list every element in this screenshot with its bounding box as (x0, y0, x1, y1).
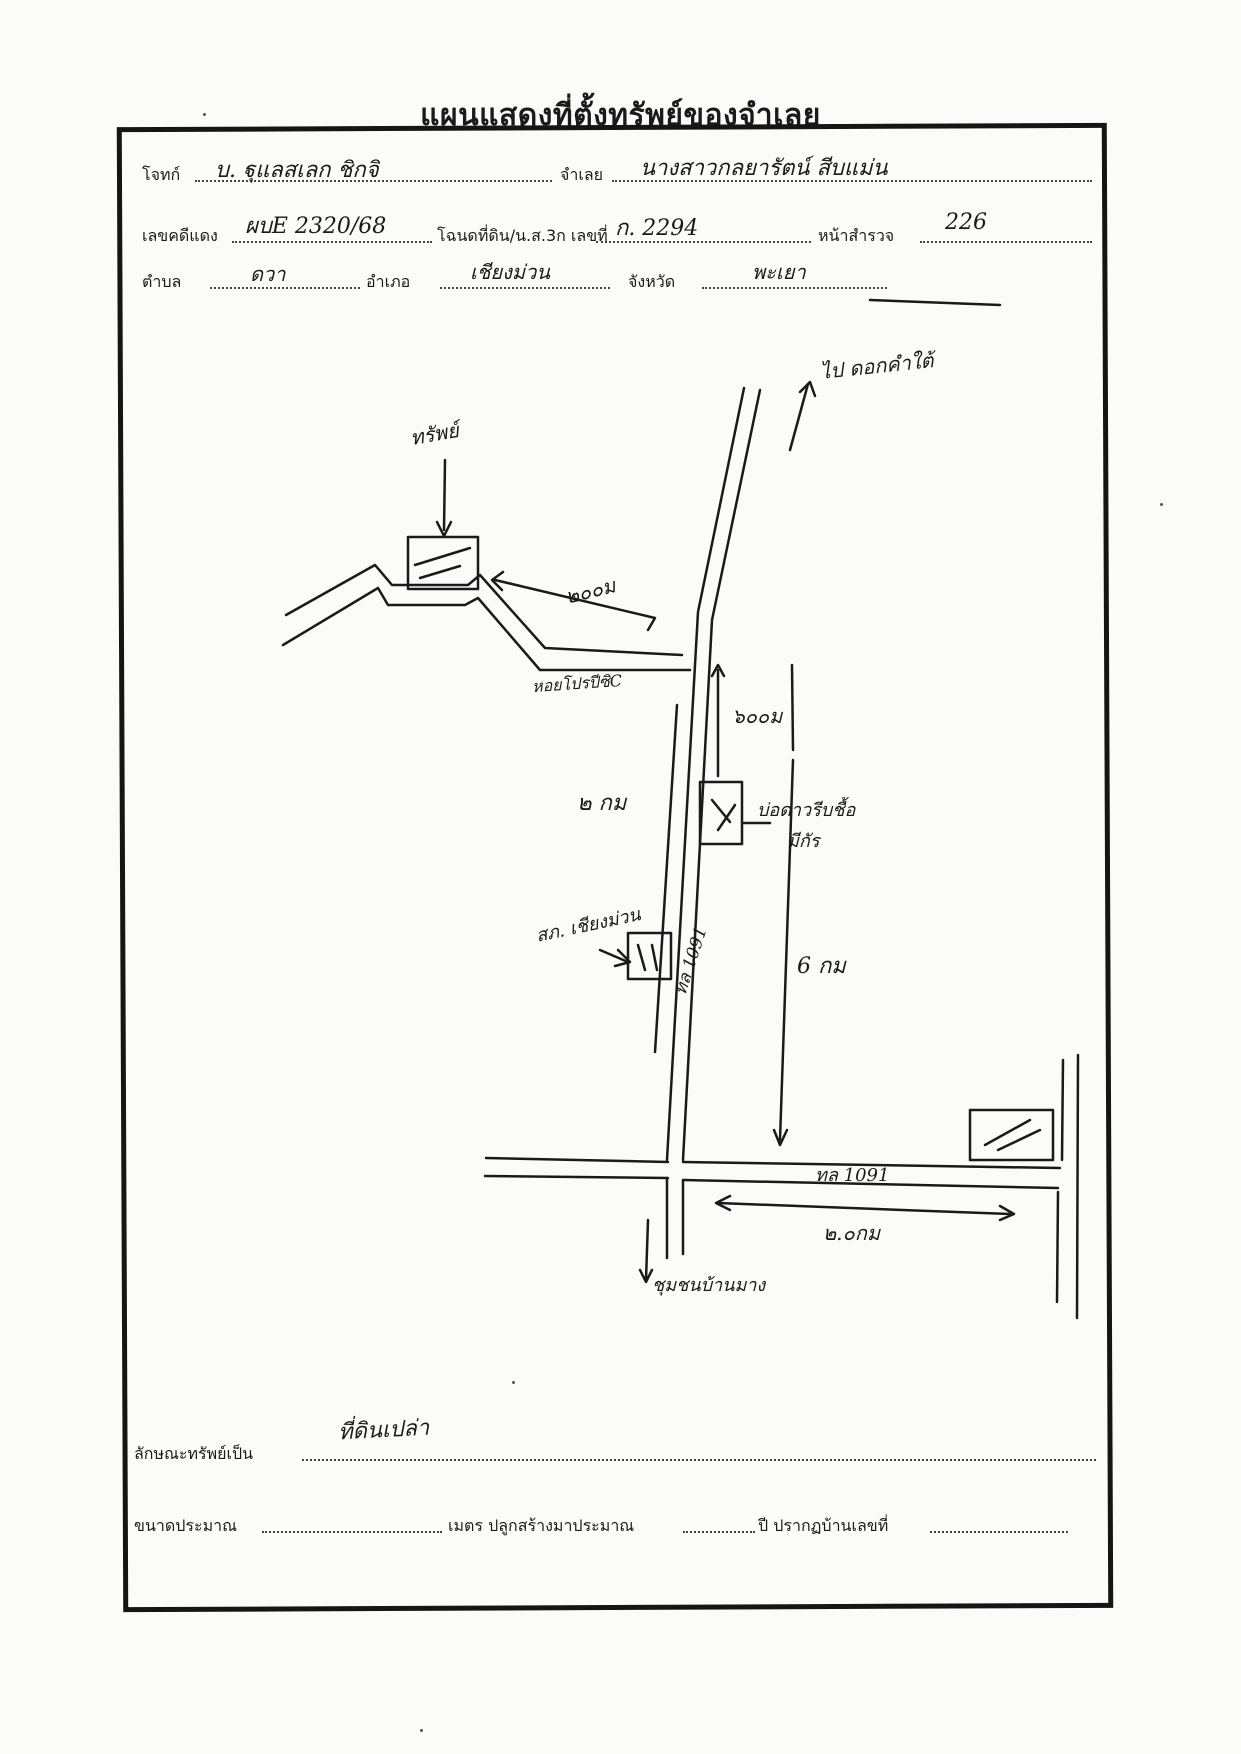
plaintiff-label: โจทก์ (142, 165, 181, 184)
plaintiff-dotted-line (195, 180, 552, 182)
subdistrict-label: ตำบล (142, 272, 182, 291)
subdistrict-value: ดวา (250, 262, 286, 286)
distance-6km-label: 6 กม (797, 954, 846, 979)
distance-2km-line (653, 703, 679, 1054)
property-type-value: ที่ดินเปล่า (337, 1415, 430, 1446)
province-value: พะเยา (752, 260, 806, 284)
side-road-lower-edge (281, 586, 692, 672)
district-label: อำเภอ (366, 272, 411, 291)
province-label: จังหวัด (628, 272, 676, 291)
scan-speck (420, 1729, 423, 1732)
scan-speck (512, 1381, 515, 1384)
property-box-bottom (968, 1108, 1055, 1162)
distance-6km-line (778, 758, 795, 1142)
year-label: ปี ปรากฏบ้านเลขที่ (758, 1516, 889, 1535)
deed-label: โฉนดที่ดิน/น.ส.3ก เลขที่ (437, 226, 608, 245)
survey-page-label: หน้าสำรวจ (818, 226, 895, 245)
district-value: เชียงม่วน (470, 260, 550, 284)
distance-top-arrow (493, 578, 657, 632)
province-dotted-line (702, 287, 887, 289)
highway-upper-edge (484, 1156, 670, 1164)
size-label: ขนาดประมาณ (134, 1516, 237, 1535)
property-box-top (406, 535, 480, 591)
defendant-dotted-line (612, 180, 1092, 182)
distance-2km-label: ๒ กม (577, 791, 627, 816)
south-arrow (644, 1218, 650, 1282)
survey-page-value: 226 (945, 210, 987, 235)
meter-label: เมตร ปลูกสร้างมาประมาณ (448, 1516, 635, 1535)
defendant-value: นางสาวกลยารัตน์ สีบแม่น (640, 156, 888, 181)
property-type-dotted-line (302, 1459, 1096, 1461)
scan-speck (1160, 503, 1163, 506)
police-pointer (598, 948, 630, 964)
property-type-label: ลักษณะทรัพย์เป็น (134, 1444, 254, 1463)
district-dotted-line (440, 287, 610, 289)
main-road-left-edge (665, 386, 746, 1162)
police-box (626, 931, 673, 981)
distance-mid-label: ๖๐๐ม (732, 704, 783, 728)
pond-label: บ่อดาวรีบชื้อ (757, 800, 856, 821)
distance-bottom-label: ๒.๐กม (823, 1221, 881, 1245)
east-road-inner (1055, 1190, 1060, 1304)
red-case-value: ผบE 2320/68 (245, 214, 387, 239)
north-arrow (788, 382, 810, 452)
house-number-dotted-line (930, 1531, 1068, 1533)
built-year-dotted-line (683, 1531, 755, 1533)
highway-label: ทล 1091 (815, 1165, 890, 1186)
page-title: แผนแสดงที่ตั้งทรัพย์ของจำเลย (420, 98, 821, 133)
distance-bottom-arrow (716, 1201, 1012, 1216)
subdistrict-dotted-line (210, 287, 360, 289)
deed-value: ก. 2294 (615, 216, 699, 241)
side-road-upper-edge (284, 563, 684, 657)
deed-dotted-line (596, 241, 811, 243)
east-road-left-edge (1060, 1058, 1065, 1162)
highway-upper-edge-east (681, 1160, 1062, 1170)
red-case-label: เลขคดีแดง (142, 226, 218, 245)
south-label: ชุมชนบ้านมาง (652, 1275, 766, 1296)
highway-lower-edge (483, 1174, 670, 1180)
size-dotted-line (262, 1531, 442, 1533)
pond-box (698, 780, 744, 846)
east-road-right-edge (1075, 1053, 1080, 1320)
main-road-right-edge (681, 388, 762, 1162)
pond-sublabel: มีกัร (787, 831, 820, 852)
survey-page-dotted-line (920, 241, 1092, 243)
highway-lower-edge-east (681, 1178, 1060, 1190)
red-case-dotted-line (232, 241, 432, 243)
property-top-pointer (442, 458, 447, 532)
plaintiff-value: บ. ฐุแลสเลก ชิกจิ (215, 158, 379, 183)
scan-speck (203, 113, 206, 116)
defendant-label: จำเลย (560, 165, 604, 184)
